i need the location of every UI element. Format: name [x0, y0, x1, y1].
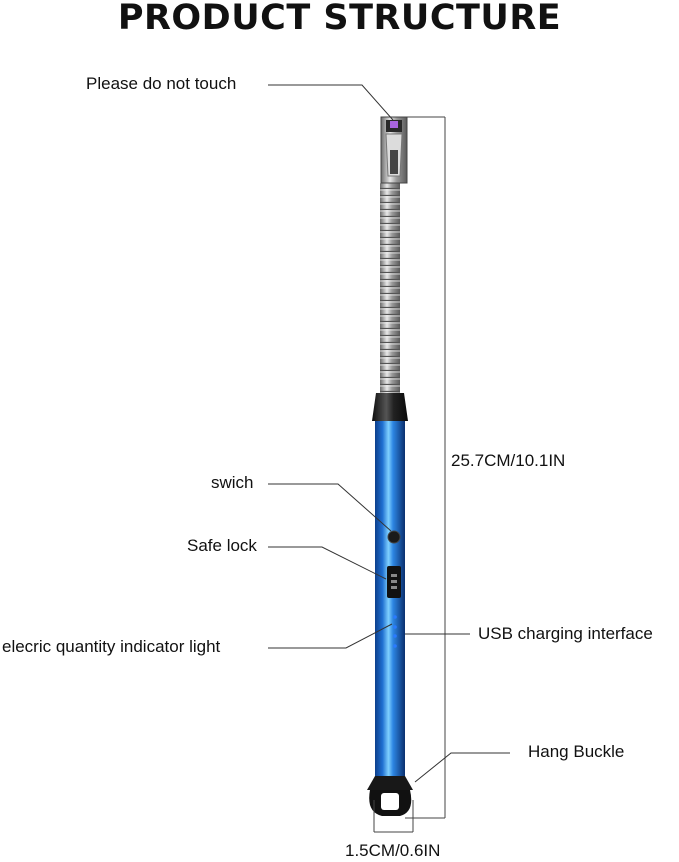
label-usb: USB charging interface: [478, 624, 653, 643]
leader-safe-lock: [268, 546, 387, 580]
label-hang: Hang Buckle: [528, 742, 625, 761]
lighter-body: [375, 421, 405, 776]
leader-tip: [268, 84, 394, 121]
leader-indicator: [268, 623, 393, 649]
bottom-cap: [367, 776, 413, 790]
hang-buckle: [369, 790, 412, 816]
label-indicator: elecric quantity indicator light: [2, 637, 221, 656]
flexible-neck: [380, 183, 400, 393]
label-tip: Please do not touch: [86, 74, 237, 93]
safe-lock-slider: [387, 566, 401, 598]
width-dimension: [373, 800, 414, 833]
label-switch: swich: [211, 473, 254, 492]
page-title: PRODUCT STRUCTURE: [117, 0, 562, 38]
leader-hang: [414, 752, 510, 783]
label-length: 25.7CM/10.1IN: [451, 451, 566, 470]
tip-head: [380, 116, 408, 184]
leader-switch: [268, 483, 392, 532]
label-safe-lock: Safe lock: [187, 536, 257, 555]
height-dimension: [405, 116, 446, 819]
switch-button: [387, 530, 401, 544]
label-width: 1.5CM/0.6IN: [345, 841, 441, 860]
indicator-lights: [393, 615, 397, 648]
black-cap: [372, 393, 408, 421]
